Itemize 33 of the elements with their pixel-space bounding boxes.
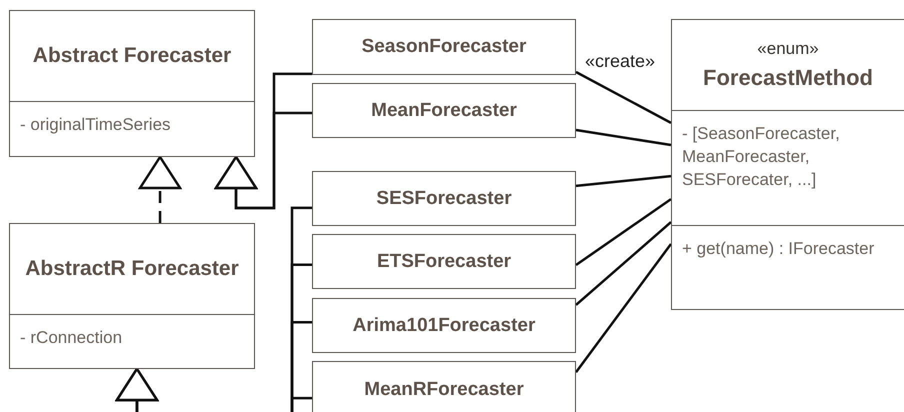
class-box bbox=[312, 83, 576, 138]
connector bbox=[138, 156, 182, 223]
member-text: - originalTimeSeries bbox=[20, 114, 172, 136]
class-box bbox=[9, 10, 255, 157]
member-text: - rConnection bbox=[20, 327, 124, 349]
connector bbox=[575, 70, 672, 124]
class-name: Abstract Forecaster bbox=[32, 42, 232, 69]
connector bbox=[575, 243, 672, 373]
class-name: AbstractR Forecaster bbox=[25, 256, 239, 282]
edge-label: «create» bbox=[584, 52, 656, 70]
connector bbox=[116, 368, 312, 412]
class-box bbox=[671, 19, 904, 310]
connector bbox=[576, 128, 672, 146]
connector bbox=[576, 174, 672, 188]
class-box bbox=[9, 223, 255, 369]
class-name: ForecastMethod bbox=[703, 64, 873, 92]
class-name: MeanForecaster bbox=[371, 98, 517, 122]
member-text: - [SeasonForecaster, MeanForecaster, SESForecater, ...] bbox=[682, 123, 841, 191]
class-name: ETSForecaster bbox=[376, 250, 512, 274]
connector bbox=[214, 112, 312, 210]
class-box bbox=[312, 361, 576, 412]
class-box bbox=[312, 298, 576, 353]
class-box bbox=[312, 171, 576, 226]
class-box bbox=[312, 234, 576, 289]
class-name: Arima101Forecaster bbox=[352, 314, 536, 338]
class-box bbox=[312, 19, 576, 75]
member-text: + get(name) : IForecaster bbox=[682, 238, 876, 260]
class-name: SESForecaster bbox=[376, 186, 512, 210]
class-name: MeanRForecaster bbox=[364, 378, 524, 402]
connector bbox=[575, 198, 672, 266]
class-name: SeasonForecaster bbox=[362, 35, 526, 59]
stereotype-text: «enum» bbox=[757, 38, 819, 60]
connector bbox=[575, 221, 672, 306]
